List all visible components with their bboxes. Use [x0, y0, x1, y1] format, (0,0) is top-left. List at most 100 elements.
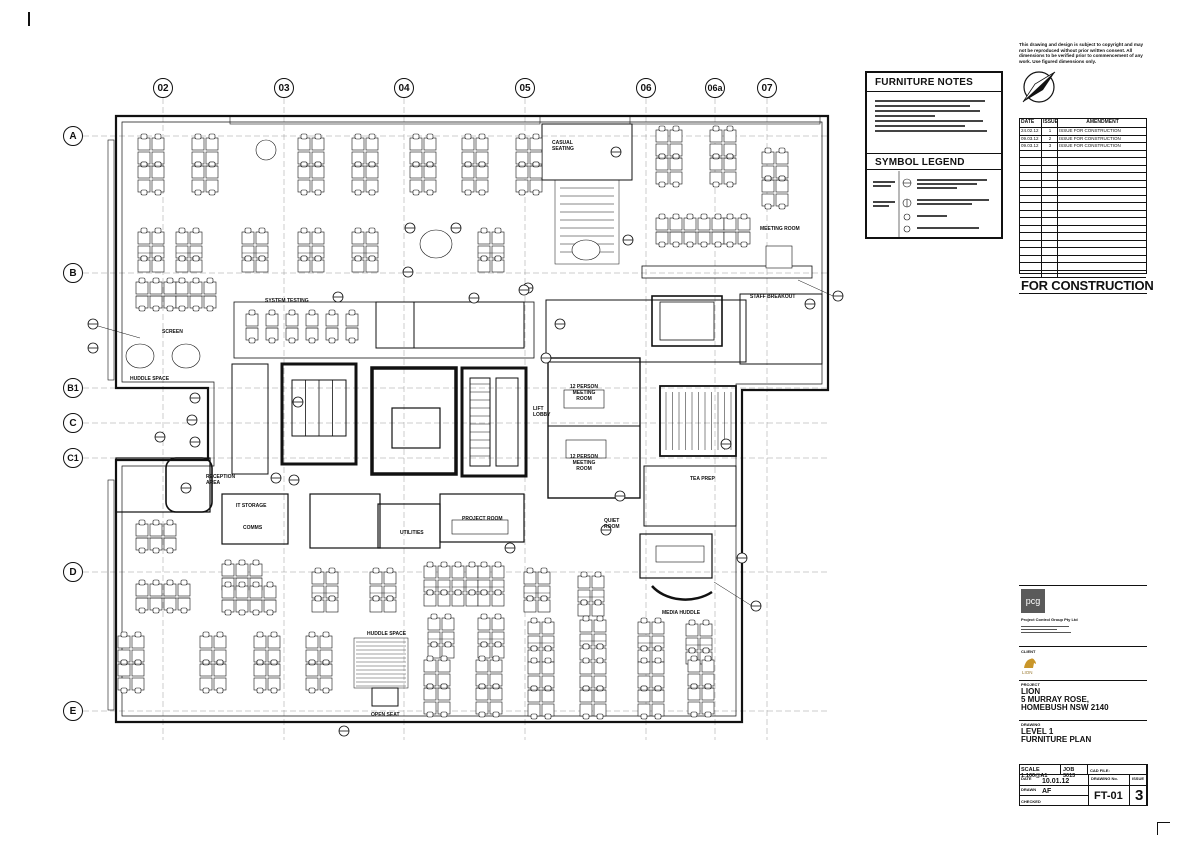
amendment-row: 24.02.12 1 ISSUE FOR CONSTRUCTION — [1020, 128, 1146, 136]
stairwell-south — [659, 385, 737, 457]
chair — [712, 181, 720, 188]
chair — [672, 153, 680, 160]
desk — [529, 137, 543, 151]
desk — [701, 659, 715, 673]
desk — [437, 687, 451, 701]
tb-drawing-no-label: DRAWING No. — [1091, 776, 1118, 781]
utilities-room — [375, 301, 415, 349]
chair — [270, 659, 278, 666]
desk — [655, 129, 669, 143]
desk — [577, 603, 591, 617]
amendment-empty-row — [1020, 240, 1146, 248]
chair — [138, 305, 146, 312]
desk — [149, 583, 163, 597]
desk — [541, 661, 555, 675]
chair — [412, 189, 420, 196]
workstation-cluster — [253, 631, 281, 694]
chair — [152, 547, 160, 554]
desk — [203, 281, 217, 295]
chair — [464, 133, 472, 140]
desk — [637, 661, 651, 675]
desk — [669, 217, 683, 231]
chair — [152, 607, 160, 614]
callout-tag — [332, 291, 344, 303]
label-media-huddle: MEDIA HUDDLE — [662, 610, 701, 616]
label-staff-breakout: STAFF BREAKOUT — [750, 294, 796, 300]
chair — [532, 161, 540, 168]
chair — [530, 617, 538, 624]
desk — [135, 281, 149, 295]
desk — [669, 129, 683, 143]
desk — [515, 165, 529, 179]
callout-tag — [622, 234, 634, 246]
chair — [440, 589, 448, 596]
stair-feature — [554, 179, 620, 265]
chair — [726, 153, 734, 160]
desk — [723, 129, 737, 143]
chair — [308, 631, 316, 638]
grid-row-D: D — [63, 562, 83, 582]
chair — [658, 181, 666, 188]
copyright-note: This drawing and design is subject to co… — [1019, 42, 1144, 64]
desk — [489, 659, 503, 673]
chair — [672, 213, 680, 220]
chair — [322, 631, 330, 638]
round-table — [419, 229, 453, 259]
amendment-empty-row — [1020, 188, 1146, 196]
desk — [591, 575, 605, 589]
label-system-testing: SYSTEM TESTING — [265, 298, 309, 304]
chair — [596, 713, 604, 720]
drawing-line-1: LEVEL 1 — [1021, 727, 1054, 736]
meeting-table — [563, 389, 605, 409]
meeting-table — [565, 439, 607, 459]
chair — [166, 547, 174, 554]
desk — [131, 663, 145, 677]
tea-prep-room — [643, 465, 737, 527]
chair — [238, 559, 246, 566]
desk — [255, 231, 269, 245]
amendment-empty-row — [1020, 225, 1146, 233]
chair — [154, 133, 162, 140]
huddle-space-bottom — [353, 637, 409, 689]
workstation-cluster — [351, 133, 379, 196]
chair — [714, 213, 722, 220]
corner-mark-bottom — [1157, 822, 1170, 835]
desk — [475, 165, 489, 179]
desk — [249, 563, 263, 577]
desk — [423, 593, 437, 607]
grid-row-C: C — [63, 413, 83, 433]
chair — [216, 659, 224, 666]
round-table — [255, 139, 277, 161]
chair — [194, 189, 202, 196]
chair — [440, 683, 448, 690]
tb-drawing-no-cell: FT-01 — [1088, 785, 1130, 806]
chair — [544, 713, 552, 720]
chair — [530, 657, 538, 664]
workstation-cluster — [579, 615, 607, 661]
workstation-cluster — [477, 227, 505, 273]
desk — [577, 575, 591, 589]
desk — [697, 217, 711, 231]
workstation-cluster — [655, 125, 683, 188]
chair — [322, 659, 330, 666]
desk — [135, 583, 149, 597]
desk — [527, 661, 541, 675]
desk — [151, 165, 165, 179]
chair — [658, 153, 666, 160]
chair — [328, 567, 336, 574]
chair — [464, 189, 472, 196]
chair — [526, 595, 534, 602]
workstation-cluster — [369, 567, 397, 613]
chair — [202, 631, 210, 638]
chair — [494, 227, 502, 234]
desk — [383, 599, 397, 613]
desk — [761, 179, 775, 193]
tea-prep-west — [231, 363, 269, 475]
chair — [268, 337, 276, 344]
desk — [131, 635, 145, 649]
chair — [704, 655, 712, 662]
callout-tag — [468, 292, 480, 304]
desk — [365, 259, 379, 273]
desk — [491, 231, 505, 245]
desk — [137, 137, 151, 151]
